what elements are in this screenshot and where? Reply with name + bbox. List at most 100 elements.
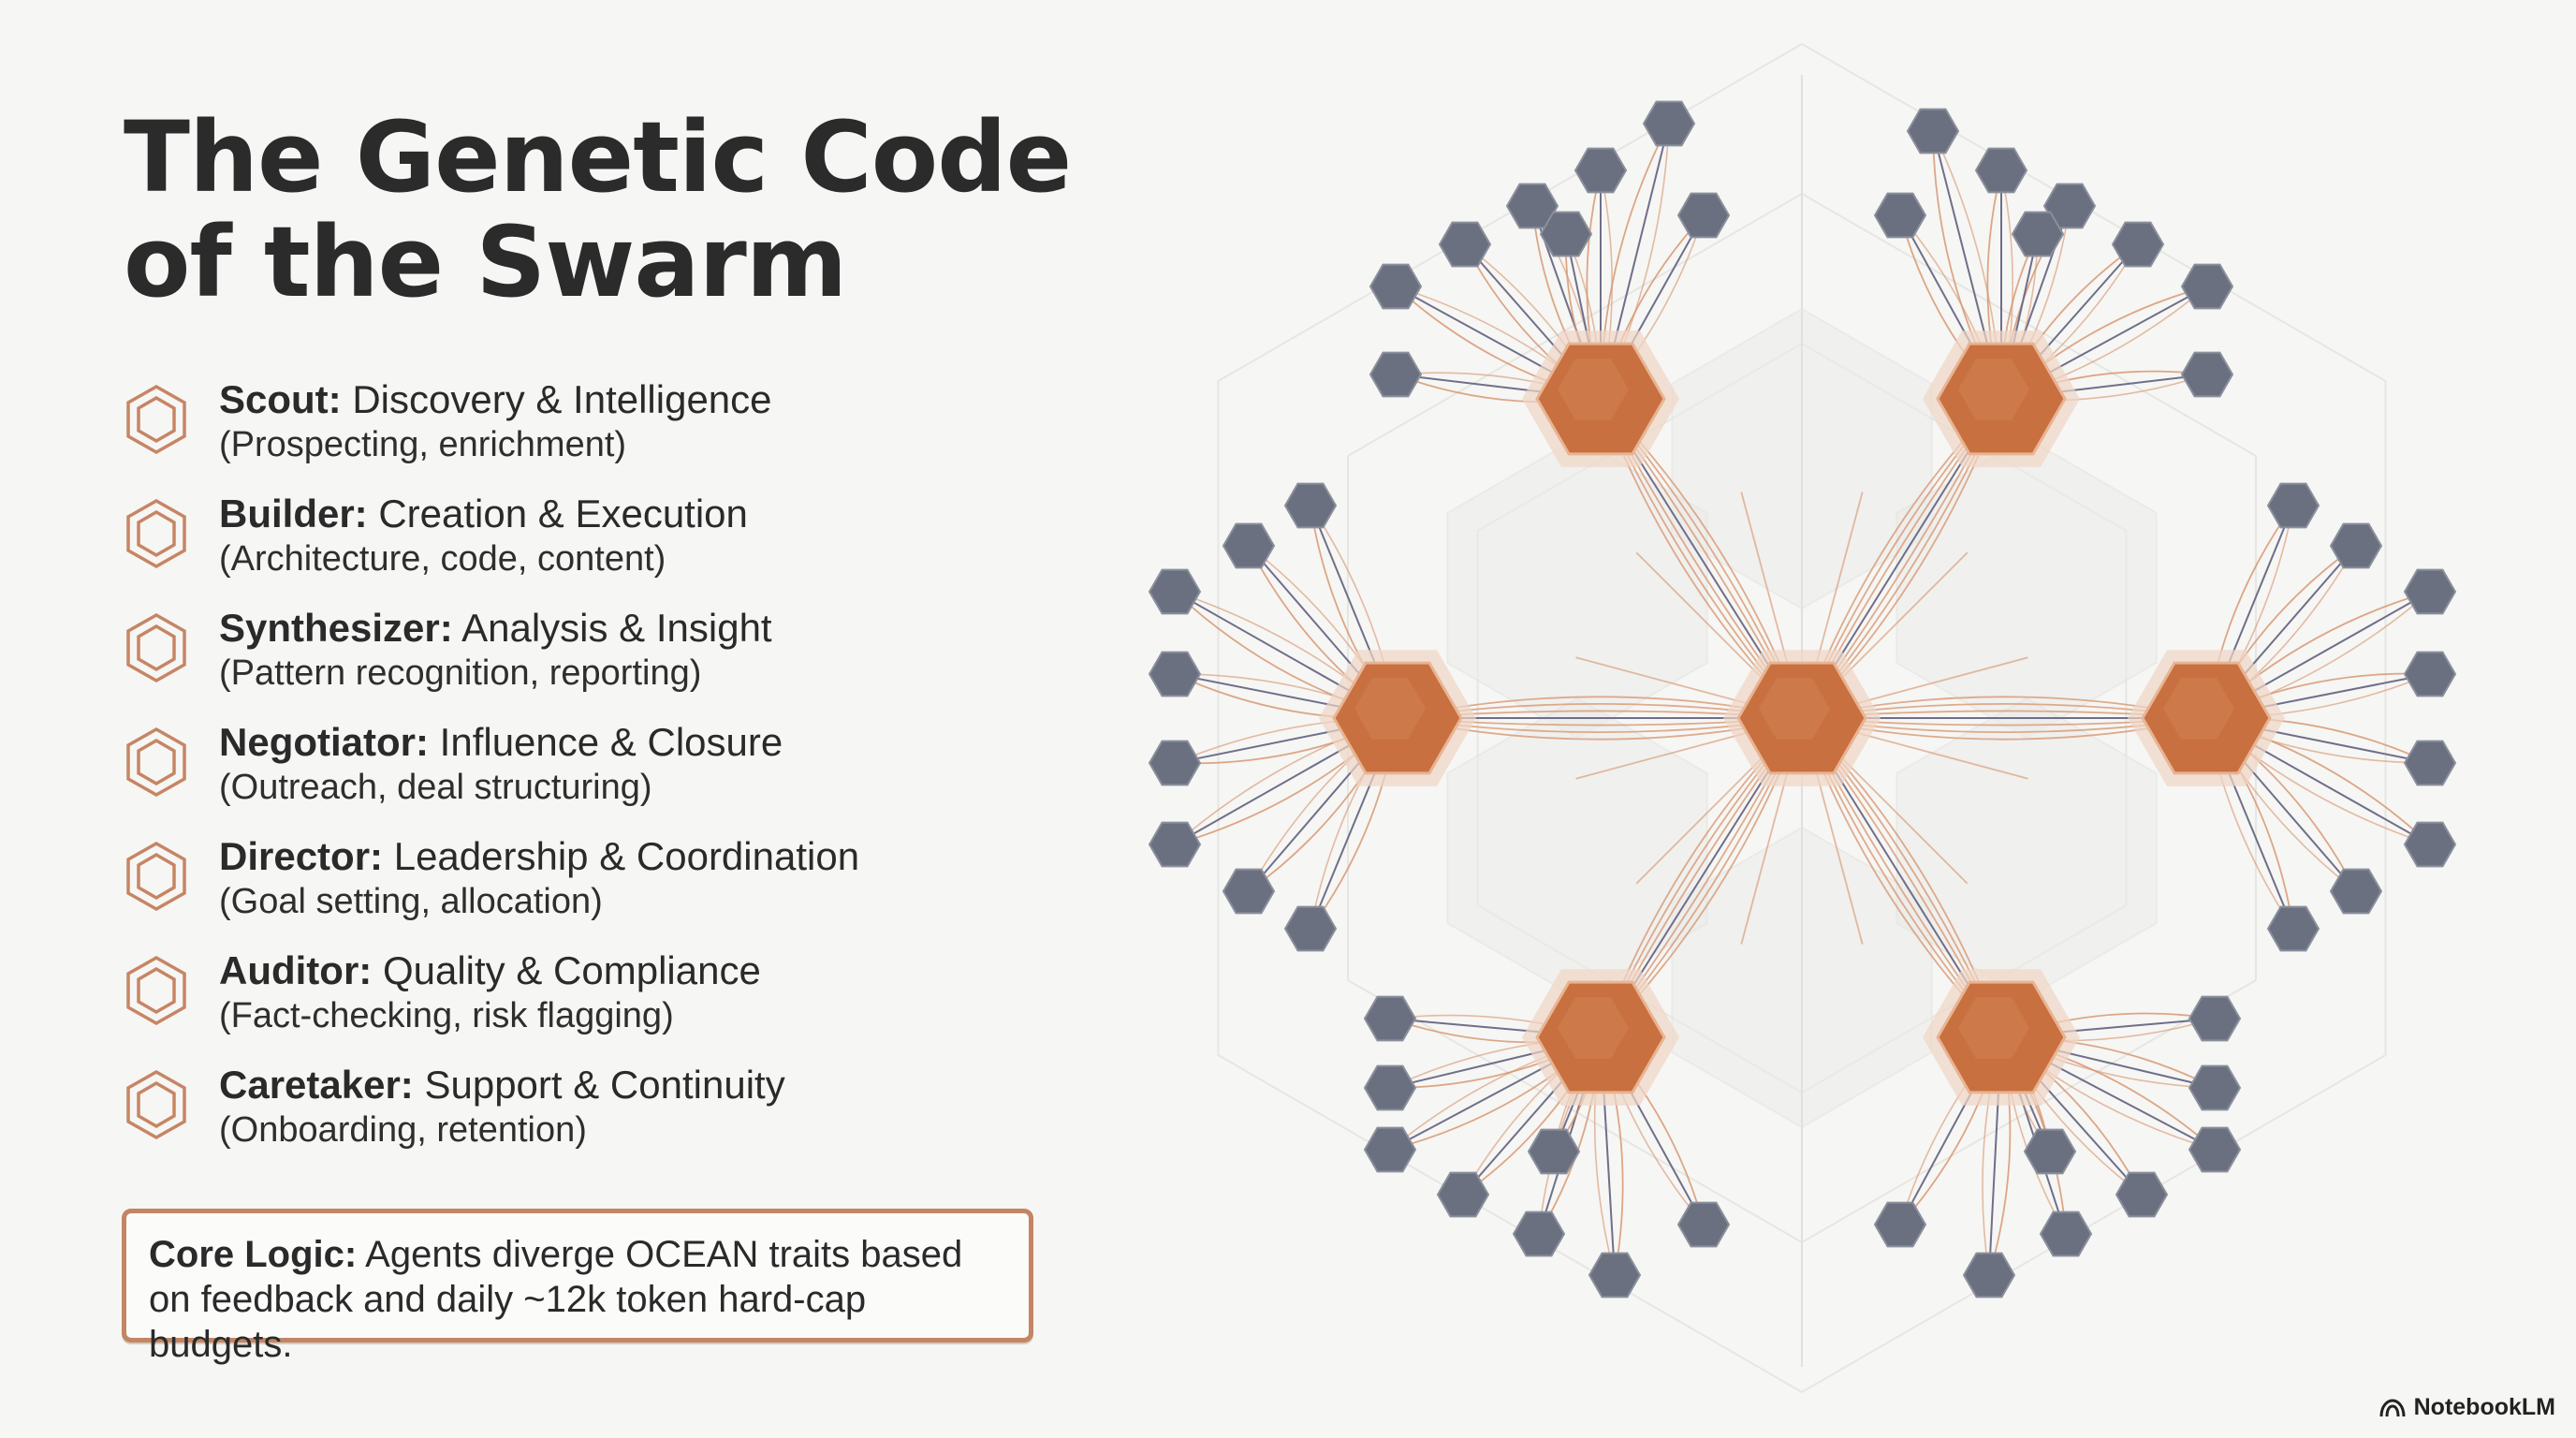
lattice-cell xyxy=(1446,697,1708,1000)
role-name: Synthesizer: xyxy=(219,606,453,650)
satellite-node xyxy=(2329,522,2383,569)
hub-node xyxy=(1535,980,1666,1094)
satellite-node xyxy=(2042,183,2097,229)
satellite-node xyxy=(2188,995,2242,1042)
page-title-line-2: of the Swarm xyxy=(124,205,847,319)
hub-highlight xyxy=(2163,678,2234,740)
satellite-node xyxy=(1873,192,1927,239)
role-text: Caretaker: Support & Continuity (Onboard… xyxy=(219,1062,785,1152)
hexagon-outline-icon xyxy=(126,955,186,1026)
hexagon-outline-icon xyxy=(126,384,186,455)
role-text: Negotiator: Influence & Closure (Outreac… xyxy=(219,719,783,809)
satellite-node xyxy=(1512,1211,1566,1257)
role-name: Builder: xyxy=(219,492,368,536)
satellite-node xyxy=(1363,995,1417,1042)
satellite-node xyxy=(2039,1211,2093,1257)
satellite-node xyxy=(1676,1201,1731,1248)
background-grid xyxy=(1217,42,2387,1394)
hub-node xyxy=(1535,342,1666,456)
satellite-node xyxy=(2266,482,2320,529)
satellite-node xyxy=(1588,1252,1642,1299)
satellite-node xyxy=(1573,147,1628,194)
role-detail: (Prospecting, enrichment) xyxy=(219,425,627,464)
satellite-node xyxy=(2266,905,2320,952)
satellite-node xyxy=(1438,221,1492,268)
satellite-node xyxy=(1283,482,1338,529)
satellite-node xyxy=(2180,351,2234,398)
role-detail: (Goal setting, allocation) xyxy=(219,882,603,921)
role-focus: Analysis & Insight xyxy=(461,606,772,650)
role-item-director: Director: Leadership & Coordination (Goa… xyxy=(124,833,1060,947)
role-list: Scout: Discovery & Intelligence (Prospec… xyxy=(124,376,1060,1176)
hub-node xyxy=(1936,342,2067,456)
satellite-node xyxy=(1962,1252,2016,1299)
satellite-node xyxy=(2403,568,2457,615)
role-focus: Creation & Execution xyxy=(378,492,748,536)
satellite-node xyxy=(2023,1128,2077,1175)
role-text: Auditor: Quality & Compliance (Fact-chec… xyxy=(219,947,761,1037)
satellite-node xyxy=(2188,1126,2242,1173)
satellite-node xyxy=(1527,1128,1581,1175)
hub-node xyxy=(1736,661,1867,775)
satellite-node xyxy=(1906,108,1960,154)
hub-highlight xyxy=(1558,997,1629,1059)
role-name: Negotiator: xyxy=(219,720,429,764)
satellite-node xyxy=(2180,263,2234,310)
role-detail: (Fact-checking, risk flagging) xyxy=(219,996,674,1035)
hub-highlight xyxy=(1759,678,1830,740)
brand-watermark: NotebookLM xyxy=(2378,1394,2555,1421)
notebooklm-logo-icon xyxy=(2379,1398,2406,1416)
hub-nodes xyxy=(1319,330,2285,1106)
hub-highlight xyxy=(1354,678,1426,740)
role-text: Scout: Discovery & Intelligence (Prospec… xyxy=(219,376,772,466)
satellite-node xyxy=(1148,821,1202,868)
satellite-node xyxy=(2403,740,2457,786)
lattice-cell xyxy=(1446,436,1708,740)
role-detail: (Onboarding, retention) xyxy=(219,1110,587,1150)
hub-highlight xyxy=(1958,997,2029,1059)
role-focus: Leadership & Coordination xyxy=(393,834,860,878)
role-item-caretaker: Caretaker: Support & Continuity (Onboard… xyxy=(124,1062,1060,1176)
brand-name: NotebookLM xyxy=(2413,1394,2555,1420)
satellite-node xyxy=(1974,147,2028,194)
role-focus: Quality & Compliance xyxy=(382,948,761,992)
role-focus: Discovery & Intelligence xyxy=(352,377,772,421)
role-detail: (Outreach, deal structuring) xyxy=(219,768,652,807)
satellite-node xyxy=(1222,868,1276,915)
hexagon-outline-icon xyxy=(126,841,186,912)
role-focus: Influence & Closure xyxy=(439,720,783,764)
role-text: Builder: Creation & Execution (Architect… xyxy=(219,491,748,580)
satellite-node xyxy=(2188,1064,2242,1111)
role-detail: (Architecture, code, content) xyxy=(219,539,666,579)
core-logic-callout: Core Logic: Agents diverge OCEAN traits … xyxy=(122,1209,1033,1365)
hub-highlight xyxy=(1958,359,2029,420)
role-item-scout: Scout: Discovery & Intelligence (Prospec… xyxy=(124,376,1060,491)
satellite-node xyxy=(1363,1064,1417,1111)
satellite-node xyxy=(1642,100,1696,147)
satellite-node xyxy=(2403,651,2457,697)
hexagon-outline-icon xyxy=(126,612,186,683)
role-text: Director: Leadership & Coordination (Goa… xyxy=(219,833,859,923)
satellite-node xyxy=(2329,868,2383,915)
hexagon-outline-icon xyxy=(126,726,186,798)
satellite-node xyxy=(1436,1171,1490,1218)
role-name: Director: xyxy=(219,834,384,878)
satellite-node xyxy=(1283,905,1338,952)
role-name: Scout: xyxy=(219,377,342,421)
role-item-synthesizer: Synthesizer: Analysis & Insight (Pattern… xyxy=(124,605,1060,719)
hub-node xyxy=(2141,661,2272,775)
role-item-negotiator: Negotiator: Influence & Closure (Outreac… xyxy=(124,719,1060,833)
satellite-node xyxy=(2403,821,2457,868)
role-name: Auditor: xyxy=(219,948,373,992)
role-name: Caretaker: xyxy=(219,1063,414,1107)
role-item-auditor: Auditor: Quality & Compliance (Fact-chec… xyxy=(124,947,1060,1062)
satellite-nodes xyxy=(1148,100,2457,1299)
satellite-node xyxy=(2011,211,2065,257)
satellite-node xyxy=(1222,522,1276,569)
satellite-node xyxy=(1363,1126,1417,1173)
satellite-node xyxy=(1148,568,1202,615)
core-logic-label: Core Logic: xyxy=(149,1234,358,1275)
core-logic-text: Agents diverge OCEAN traits based on fee… xyxy=(149,1234,963,1365)
role-detail: (Pattern recognition, reporting) xyxy=(219,653,702,693)
role-item-builder: Builder: Creation & Execution (Architect… xyxy=(124,491,1060,605)
